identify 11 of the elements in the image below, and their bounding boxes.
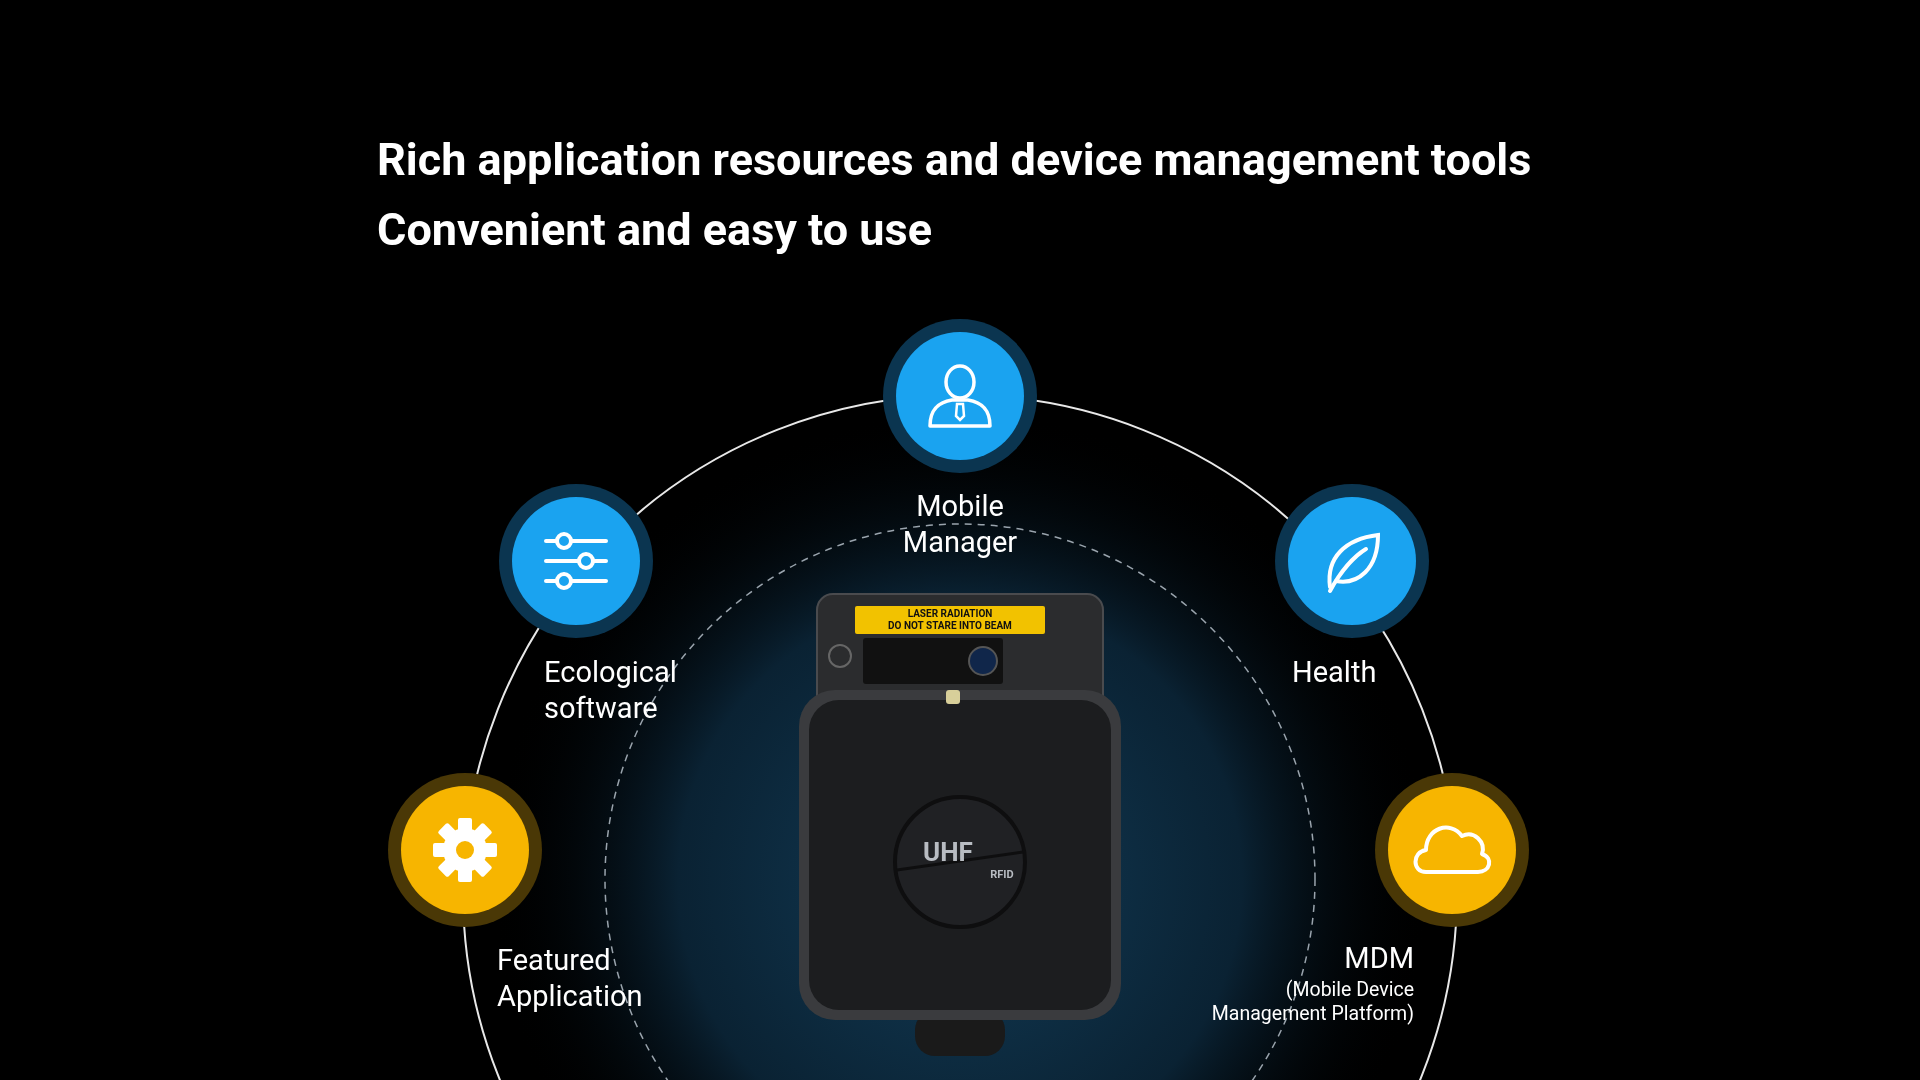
node-label: MDM [1343, 940, 1414, 976]
device-marking: RFID [989, 868, 1015, 881]
node-label: Health [1292, 654, 1378, 690]
node-label: Featured Application [497, 942, 644, 1014]
device-marking: UHF [922, 838, 974, 866]
node-label: Ecological software [544, 654, 678, 726]
warning-label-text: LASER RADIATION [906, 608, 994, 620]
node-label: Mobile Manager [901, 488, 1019, 560]
warning-label-text: DO NOT STARE INTO BEAM [887, 620, 1013, 632]
title: Rich application resources and device management tools Convenient and easy to use [377, 132, 1533, 258]
node-sublabel: (Mobile Device Management Platform) [1210, 978, 1414, 1026]
